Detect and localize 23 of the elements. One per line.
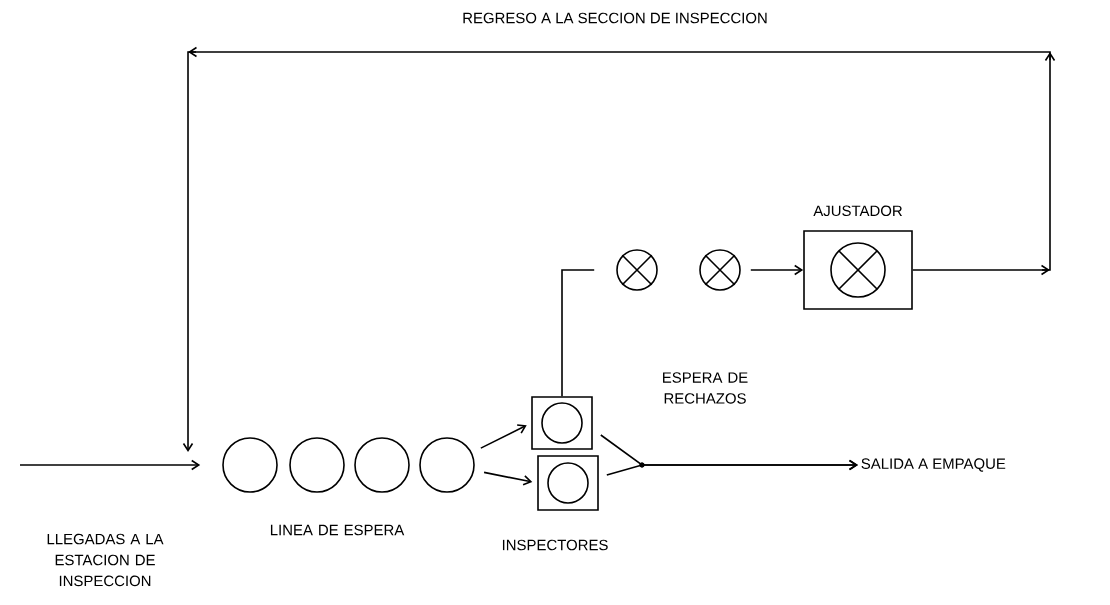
inspector-box [531,396,593,450]
arrival-label: LLEGADAS A LA ESTACION DE INSPECCION [47,533,164,587]
adjuster-box: AJUSTADOR [803,205,913,310]
arrow [750,264,804,276]
arrow [483,471,533,486]
queue-circle [419,437,475,493]
edge-label: REGRESO A LA SECCION DE INSPECCION [463,12,767,24]
crossed-circle [616,249,658,291]
return-arrow [182,46,1056,452]
exit-label: SALIDA A EMPAQUE [861,458,1006,472]
queue-circle [222,437,278,493]
inspector-box [537,455,599,511]
arrow [480,424,527,449]
queue-circle [289,437,345,493]
inspectors-label: INSPECTORES [502,539,608,551]
arrow [606,459,858,476]
connector-line [561,269,595,397]
queue-circle [354,437,410,493]
queue-label: LINEA DE ESPERA [270,524,405,536]
node-label: AJUSTADOR [813,205,902,217]
crossed-circle [699,249,741,291]
arrow [19,459,201,471]
rejects-label: ESPERA DE RECHAZOS [663,372,748,404]
